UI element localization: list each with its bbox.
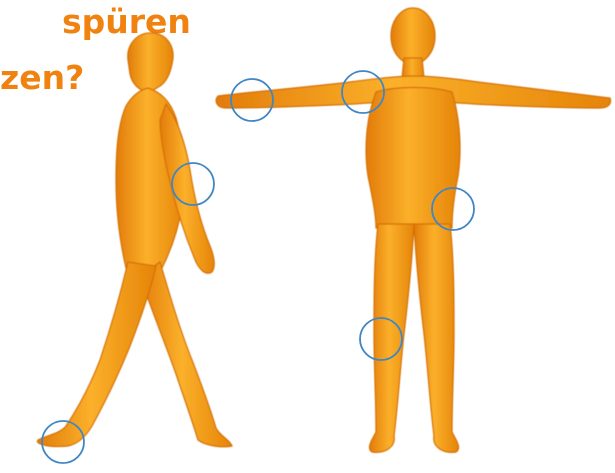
walking-figure (37, 33, 232, 447)
standing-figure (216, 8, 610, 452)
